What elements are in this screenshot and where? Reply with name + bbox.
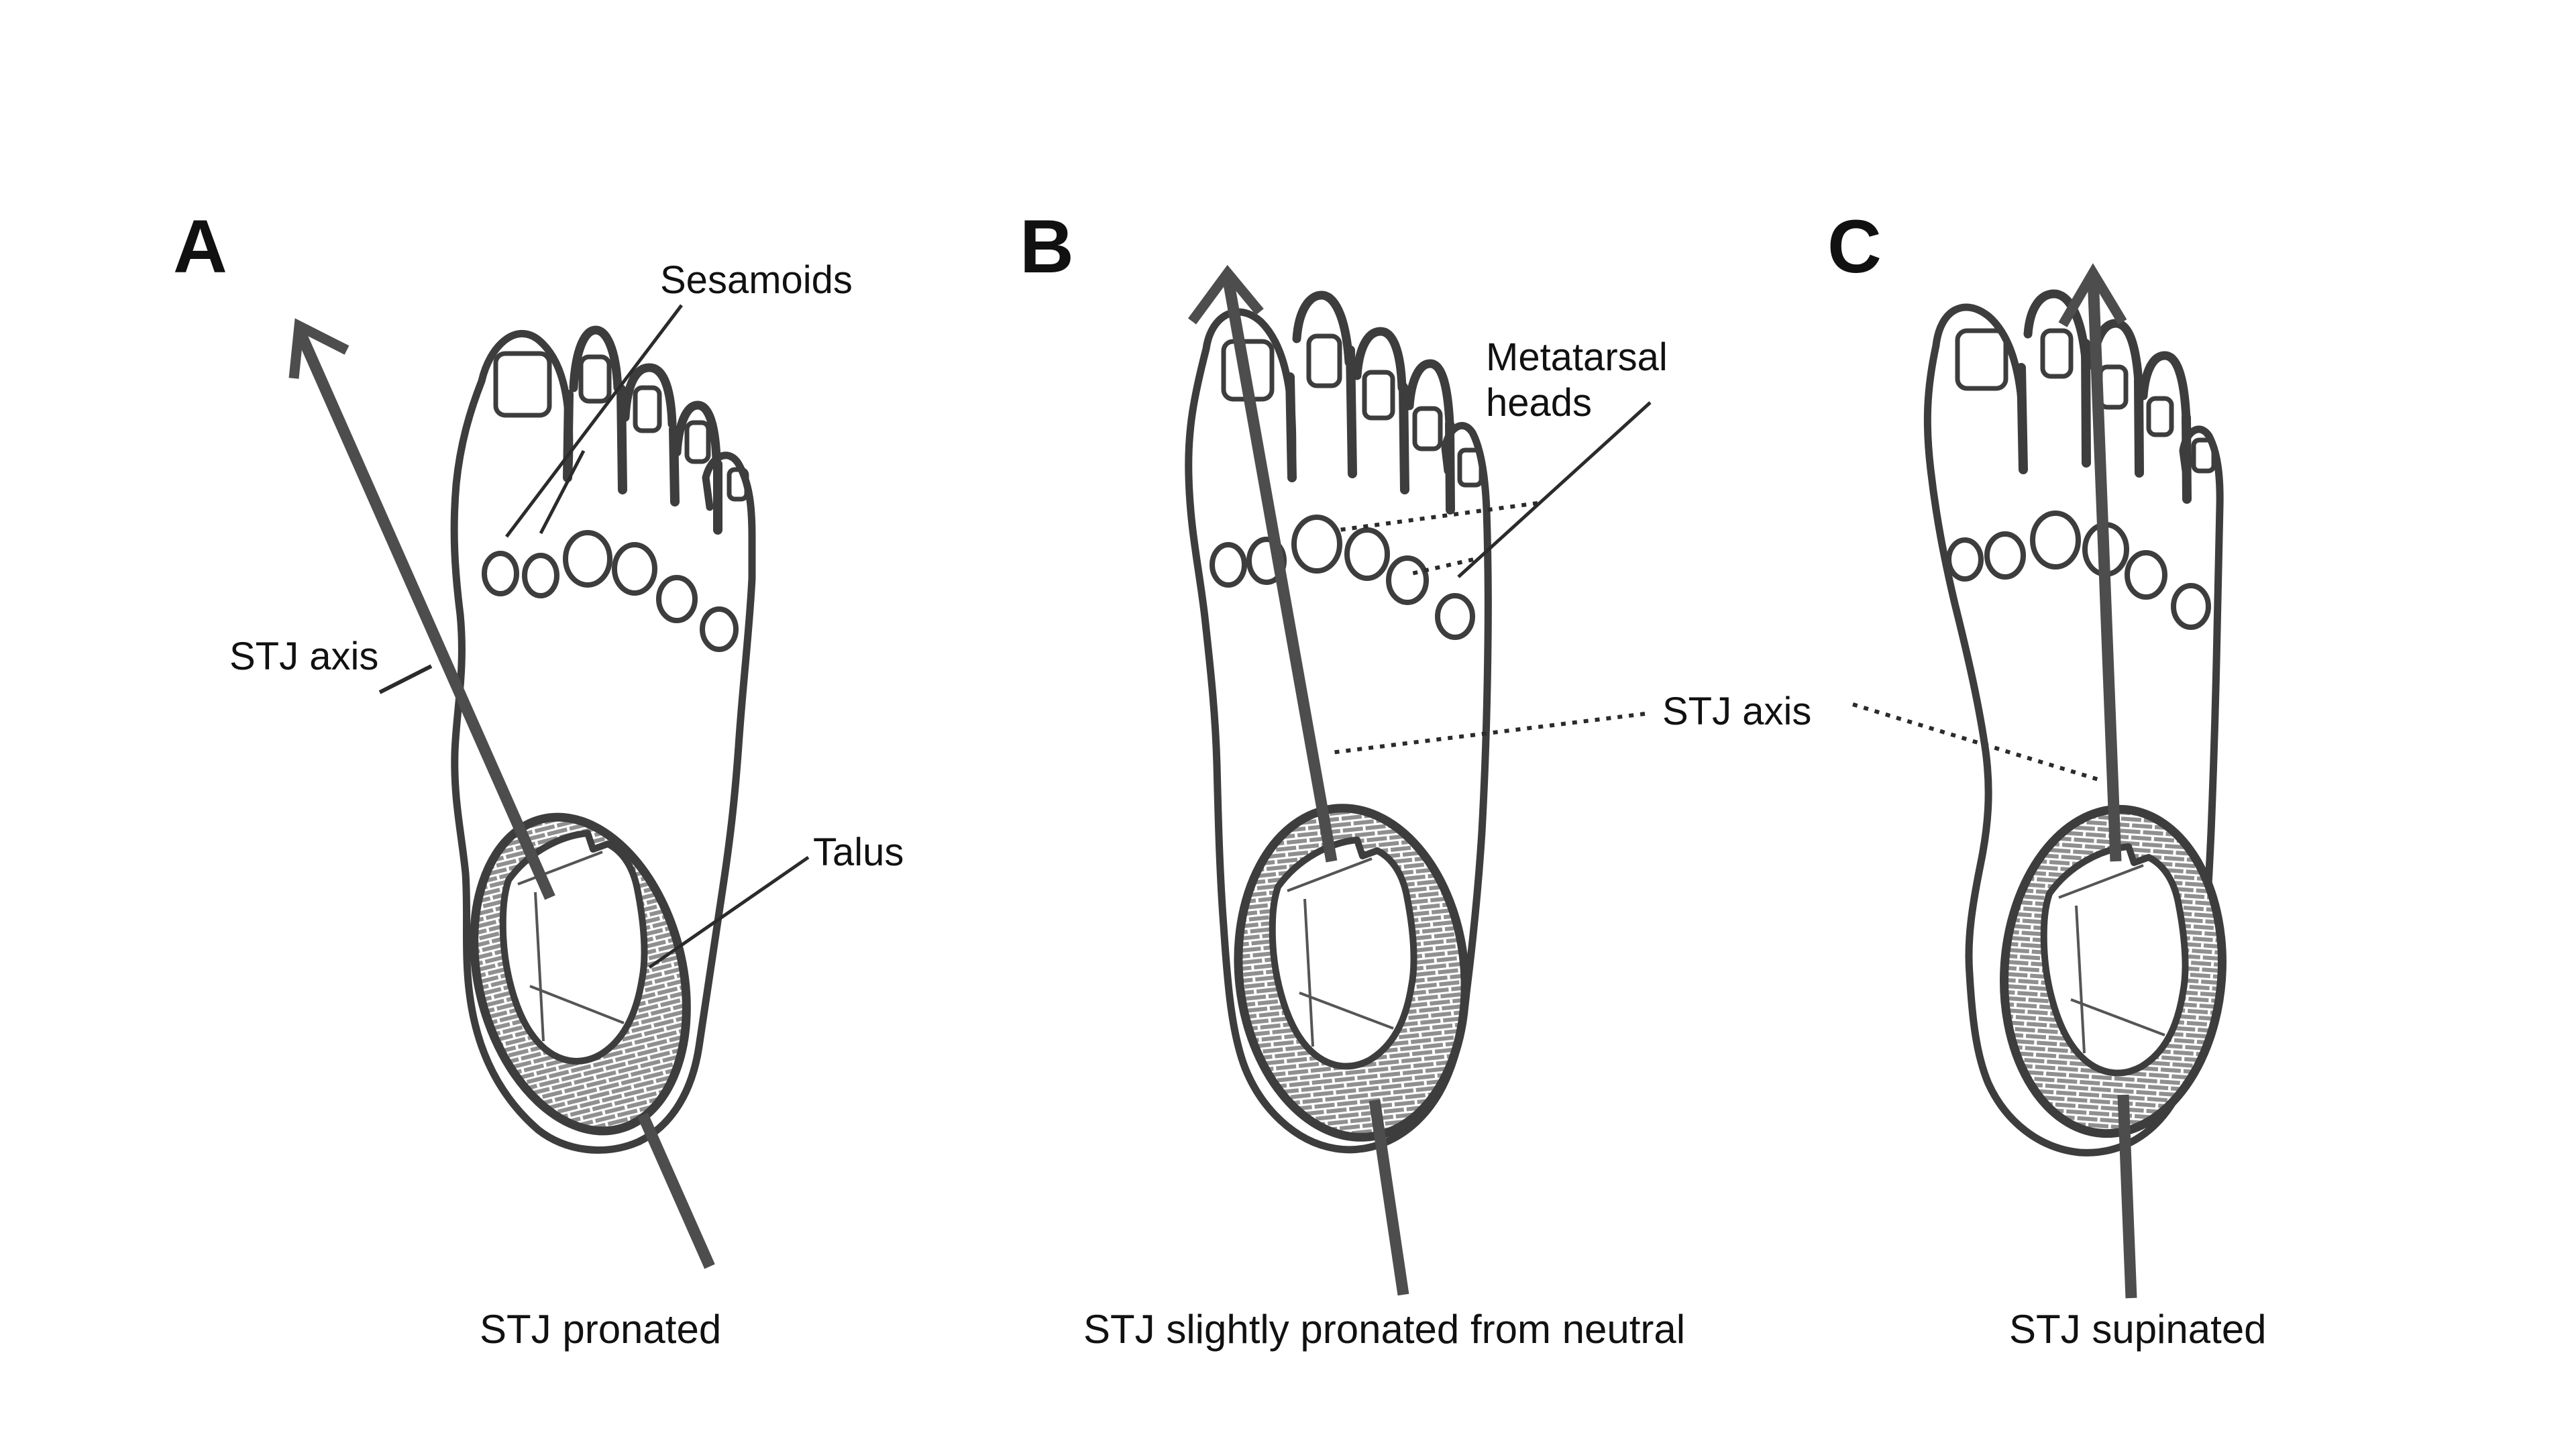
caption-stj-supinated: STJ supinated	[2009, 1307, 2267, 1352]
metatarsal-head-circle	[2125, 550, 2167, 600]
sesamoid-circle	[1984, 531, 2026, 580]
stj-axis-arrowhead-a	[288, 318, 350, 379]
metatarsal-head-circle	[2171, 583, 2211, 630]
talus-facet-line	[517, 851, 603, 885]
toe-arc	[1352, 327, 1407, 392]
stj-axis-line-a	[637, 1112, 715, 1269]
toe-arc	[2139, 351, 2191, 424]
sesamoid-circle	[522, 553, 559, 598]
toenail	[493, 351, 552, 418]
talus-shape-a	[499, 830, 648, 1065]
toe-gap	[669, 425, 680, 506]
stj-axis-line-a	[294, 327, 555, 900]
foot-outline-c	[1923, 303, 2224, 1157]
metatarsal-head-circle	[1344, 527, 1390, 581]
toe-arc	[1292, 290, 1354, 367]
stj-axis-arrowhead-c	[2058, 263, 2127, 327]
metatarsal-head-circle	[612, 542, 657, 596]
foot-outline-b	[1185, 308, 1492, 1154]
toe-gap	[2182, 413, 2192, 504]
toe-gap	[563, 390, 574, 482]
talus-shape-c	[2040, 843, 2189, 1077]
stj-axis-arrowhead-b	[1187, 264, 1264, 325]
toenail	[1412, 406, 1443, 451]
toenail	[1306, 333, 1342, 388]
caption-stj-pronated: STJ pronated	[480, 1307, 721, 1352]
metatarsal-head-circle	[2030, 511, 2081, 570]
talus-facet-line	[2075, 905, 2086, 1054]
sesamoid-circle	[1210, 542, 1247, 588]
panel-letter-b: B	[1020, 205, 1074, 288]
stj-axis-leader-line-a	[378, 664, 433, 694]
toenail	[1457, 447, 1484, 488]
talus-facet-line	[534, 892, 545, 1042]
sesamoids-leader-branch	[539, 449, 586, 535]
panel-a: A	[173, 205, 904, 1352]
toenail	[727, 467, 749, 502]
talus-facet-line	[2070, 998, 2165, 1036]
talus-facet-line	[1299, 991, 1394, 1030]
metatarsal-head-circle	[563, 530, 612, 588]
stj-axis-shared-label-group: STJ axis	[1330, 690, 2099, 782]
talus-shape-b	[1269, 837, 1417, 1070]
caption-stj-slightly-pronated: STJ slightly pronated from neutral	[1083, 1307, 1685, 1352]
panel-letter-a: A	[173, 205, 227, 288]
foot-outline-a	[450, 329, 756, 1154]
metatarsal-heads-leader-line	[1457, 401, 1652, 578]
stj-axis-label-bc: STJ axis	[1662, 690, 1811, 733]
toe-arc	[569, 325, 623, 392]
stj-axis-line-c	[2087, 276, 2122, 862]
toe-arc	[621, 363, 677, 429]
stj-axis-dotted-leader-to-c	[1852, 702, 2099, 782]
toenail	[2040, 328, 2074, 379]
panel-c: C STJ supinated	[1827, 205, 2267, 1352]
metatarsal-head-circle	[700, 606, 739, 652]
toe-gap	[1346, 345, 1357, 478]
toenail	[578, 354, 612, 404]
metatarsal-head-circle	[656, 575, 698, 623]
talus-facet-line	[1287, 857, 1373, 892]
toe-gap	[2017, 363, 2028, 474]
metatarsal-head-circle	[1435, 593, 1475, 640]
sesamoids-leader-line	[505, 304, 683, 538]
panel-letter-c: C	[1827, 205, 1882, 288]
toe-arc	[2023, 289, 2090, 364]
toenail	[2146, 396, 2174, 437]
talus-label: Talus	[813, 830, 904, 874]
toe-gap	[1399, 382, 1409, 494]
talus-facet-line	[2058, 864, 2144, 899]
metatarsal-head-circle	[1386, 555, 1429, 605]
panel-b: B Metatarsal heads STJ slightly prona	[1020, 205, 1685, 1352]
stj-axis-line-c	[2117, 1094, 2137, 1299]
talus-facet-line	[529, 985, 625, 1024]
toe-arc	[672, 400, 721, 464]
talus-facet-line	[1303, 898, 1314, 1047]
toenail	[684, 420, 711, 464]
sesamoids-label: Sesamoids	[660, 258, 853, 302]
toenail	[633, 385, 662, 433]
metatarsal-heads-dotted-leader	[1338, 501, 1538, 532]
toe-gap	[616, 384, 627, 494]
toe-gap	[1285, 372, 1297, 482]
talus-leader-line	[648, 855, 810, 969]
metatarsal-heads-label-line2: heads	[1486, 381, 1592, 425]
sesamoid-circle	[482, 551, 519, 596]
metatarsal-head-circle	[1291, 515, 1342, 574]
stj-axis-line-b	[1222, 275, 1338, 863]
metatarsal-heads-label-line1: Metatarsal	[1486, 335, 1668, 379]
toenail	[2098, 364, 2129, 410]
toenail	[1955, 328, 2008, 391]
stj-axis-label-a: STJ axis	[229, 635, 378, 678]
toe-arc	[1405, 359, 1454, 429]
toenail	[1362, 370, 1395, 421]
sesamoid-circle	[1946, 537, 1984, 582]
stj-axis-line-b	[1368, 1099, 1409, 1296]
toenail	[2191, 437, 2216, 474]
stj-axis-dotted-leader-to-b	[1330, 712, 1646, 755]
